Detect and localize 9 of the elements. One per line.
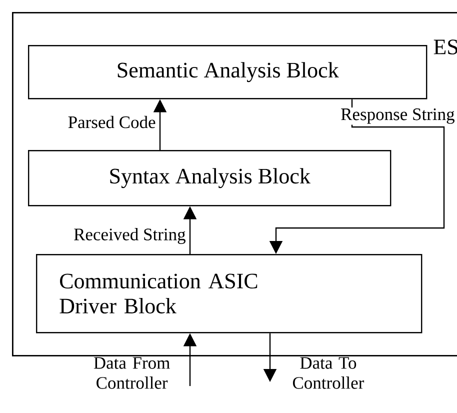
process-box: Communication ASIC Driver Block	[36, 254, 422, 334]
edge-label: Received String	[74, 228, 186, 244]
signal-text: Data To Controller	[292, 357, 364, 389]
edge-label: Parsed Code	[68, 116, 156, 128]
signal-text: Data From Controller	[94, 357, 170, 389]
system-frame	[12, 12, 457, 356]
process-box: Syntax Analysis Block	[28, 150, 392, 206]
edge-label: Response String	[341, 108, 454, 124]
process-box: Semantic Analysis Block	[28, 45, 428, 100]
